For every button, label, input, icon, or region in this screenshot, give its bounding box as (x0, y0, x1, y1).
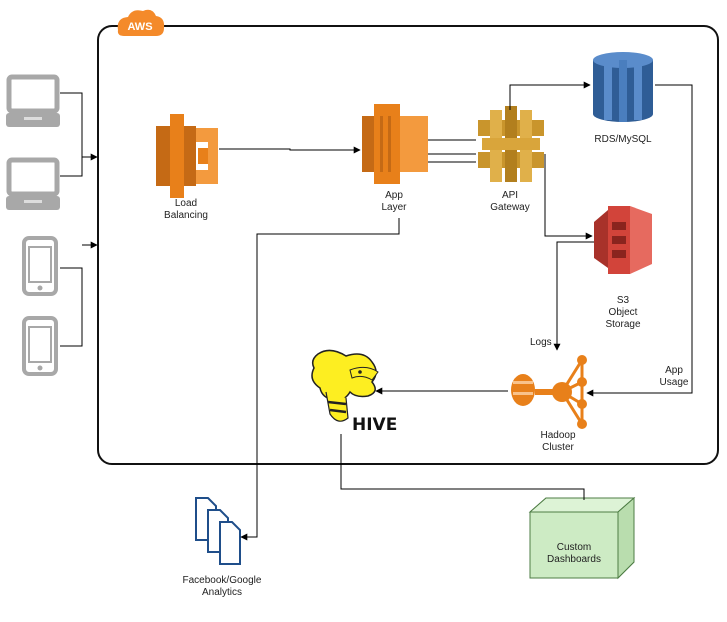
app-layer-label-2: Layer (381, 202, 407, 213)
custom-dashboards-label-1: Custom (557, 542, 591, 553)
hadoop-cluster-icon[interactable] (511, 355, 587, 429)
aws-badge-label: AWS (127, 21, 152, 33)
s3-bucket-icon[interactable] (594, 206, 652, 274)
aws-badge: AWS (117, 9, 165, 37)
analytics-label-1: Facebook/Google (183, 575, 262, 586)
edge-hive-to-dashboards (340, 434, 585, 500)
rds-label: RDS/MySQL (594, 134, 652, 145)
flow-edges (219, 81, 693, 541)
custom-dashboards-label-2: Dashboards (547, 554, 601, 565)
analytics-documents-icon[interactable] (195, 497, 241, 565)
hadoop-label-2: Cluster (542, 442, 574, 453)
api-gateway-label-2: Gateway (490, 202, 529, 213)
logs-label: Logs (530, 337, 552, 348)
load-balancing-label-2: Balancing (164, 210, 208, 221)
api-gateway-icon[interactable] (478, 106, 544, 182)
s3-label-2: Object (609, 307, 638, 318)
hive-logo[interactable]: HIVE (311, 349, 397, 435)
app-usage-label-1: App (665, 365, 683, 376)
hadoop-label-1: Hadoop (540, 430, 575, 441)
edge-rds-to-hadoop (586, 84, 693, 397)
s3-label-3: Storage (605, 319, 640, 330)
custom-dashboards-box[interactable] (528, 496, 636, 580)
edge-lb-to-app (219, 146, 361, 154)
s3-label-1: S3 (617, 295, 630, 306)
analytics-label-2: Analytics (202, 587, 242, 598)
app-usage-label-2: Usage (660, 377, 689, 388)
laptop-icon[interactable] (6, 74, 60, 127)
phone-icon[interactable] (22, 236, 58, 296)
app-layer-icon[interactable] (362, 104, 428, 184)
edge-app-to-analytics (240, 218, 400, 541)
edge-s3-to-hadoop (553, 241, 594, 351)
app-layer-label-1: App (385, 190, 403, 201)
edge-gateway-to-rds (509, 81, 591, 110)
load-balancing-label-1: Load (175, 198, 197, 209)
load-balancer-icon[interactable] (156, 114, 218, 198)
hive-wordmark: HIVE (352, 415, 397, 435)
client-connectors (60, 92, 98, 347)
aws-boundary (97, 25, 719, 465)
laptop-icon[interactable] (6, 157, 60, 210)
phone-icon[interactable] (22, 316, 58, 376)
rds-database-icon[interactable] (593, 52, 653, 122)
edge-gateway-to-s3 (544, 154, 593, 240)
api-gateway-label-1: API (502, 190, 518, 201)
